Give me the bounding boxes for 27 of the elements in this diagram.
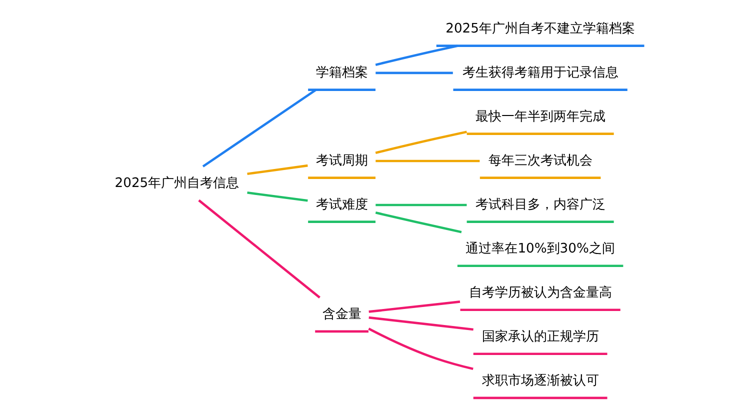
node-text: 考试难度 — [315, 197, 368, 212]
node-text: 2025年广州自考信息 — [114, 176, 239, 191]
connector — [202, 88, 316, 168]
node-text: 含金量 — [322, 307, 361, 322]
connector — [246, 164, 308, 176]
node-text: 通过率在10%到30%之间 — [465, 241, 614, 256]
node-text: 每年三次考试机会 — [488, 153, 592, 168]
connector — [374, 212, 462, 234]
connector — [368, 328, 473, 370]
connector — [198, 199, 320, 298]
node-text: 国家承认的正规学历 — [481, 330, 598, 344]
connector — [368, 300, 460, 313]
connector — [246, 191, 308, 202]
node-text: 考生获得考籍用于记录信息 — [462, 65, 618, 80]
node-text: 求职市场逐渐被认可 — [481, 374, 598, 389]
connector — [375, 160, 480, 162]
connector — [375, 72, 452, 74]
node-text: 最快一年半到两年完成 — [474, 109, 605, 124]
node-text: 考试周期 — [315, 153, 368, 168]
node-text: 2025年广州自考不建立学籍档案 — [445, 21, 634, 36]
connector — [375, 204, 466, 206]
connector — [368, 316, 473, 331]
node-text: 学籍档案 — [315, 65, 368, 80]
node-text: 自考学历被认为含金量高 — [468, 285, 612, 300]
connector — [374, 44, 458, 66]
connector — [374, 130, 466, 154]
node-text: 考试科目多，内容广泛 — [474, 197, 605, 212]
